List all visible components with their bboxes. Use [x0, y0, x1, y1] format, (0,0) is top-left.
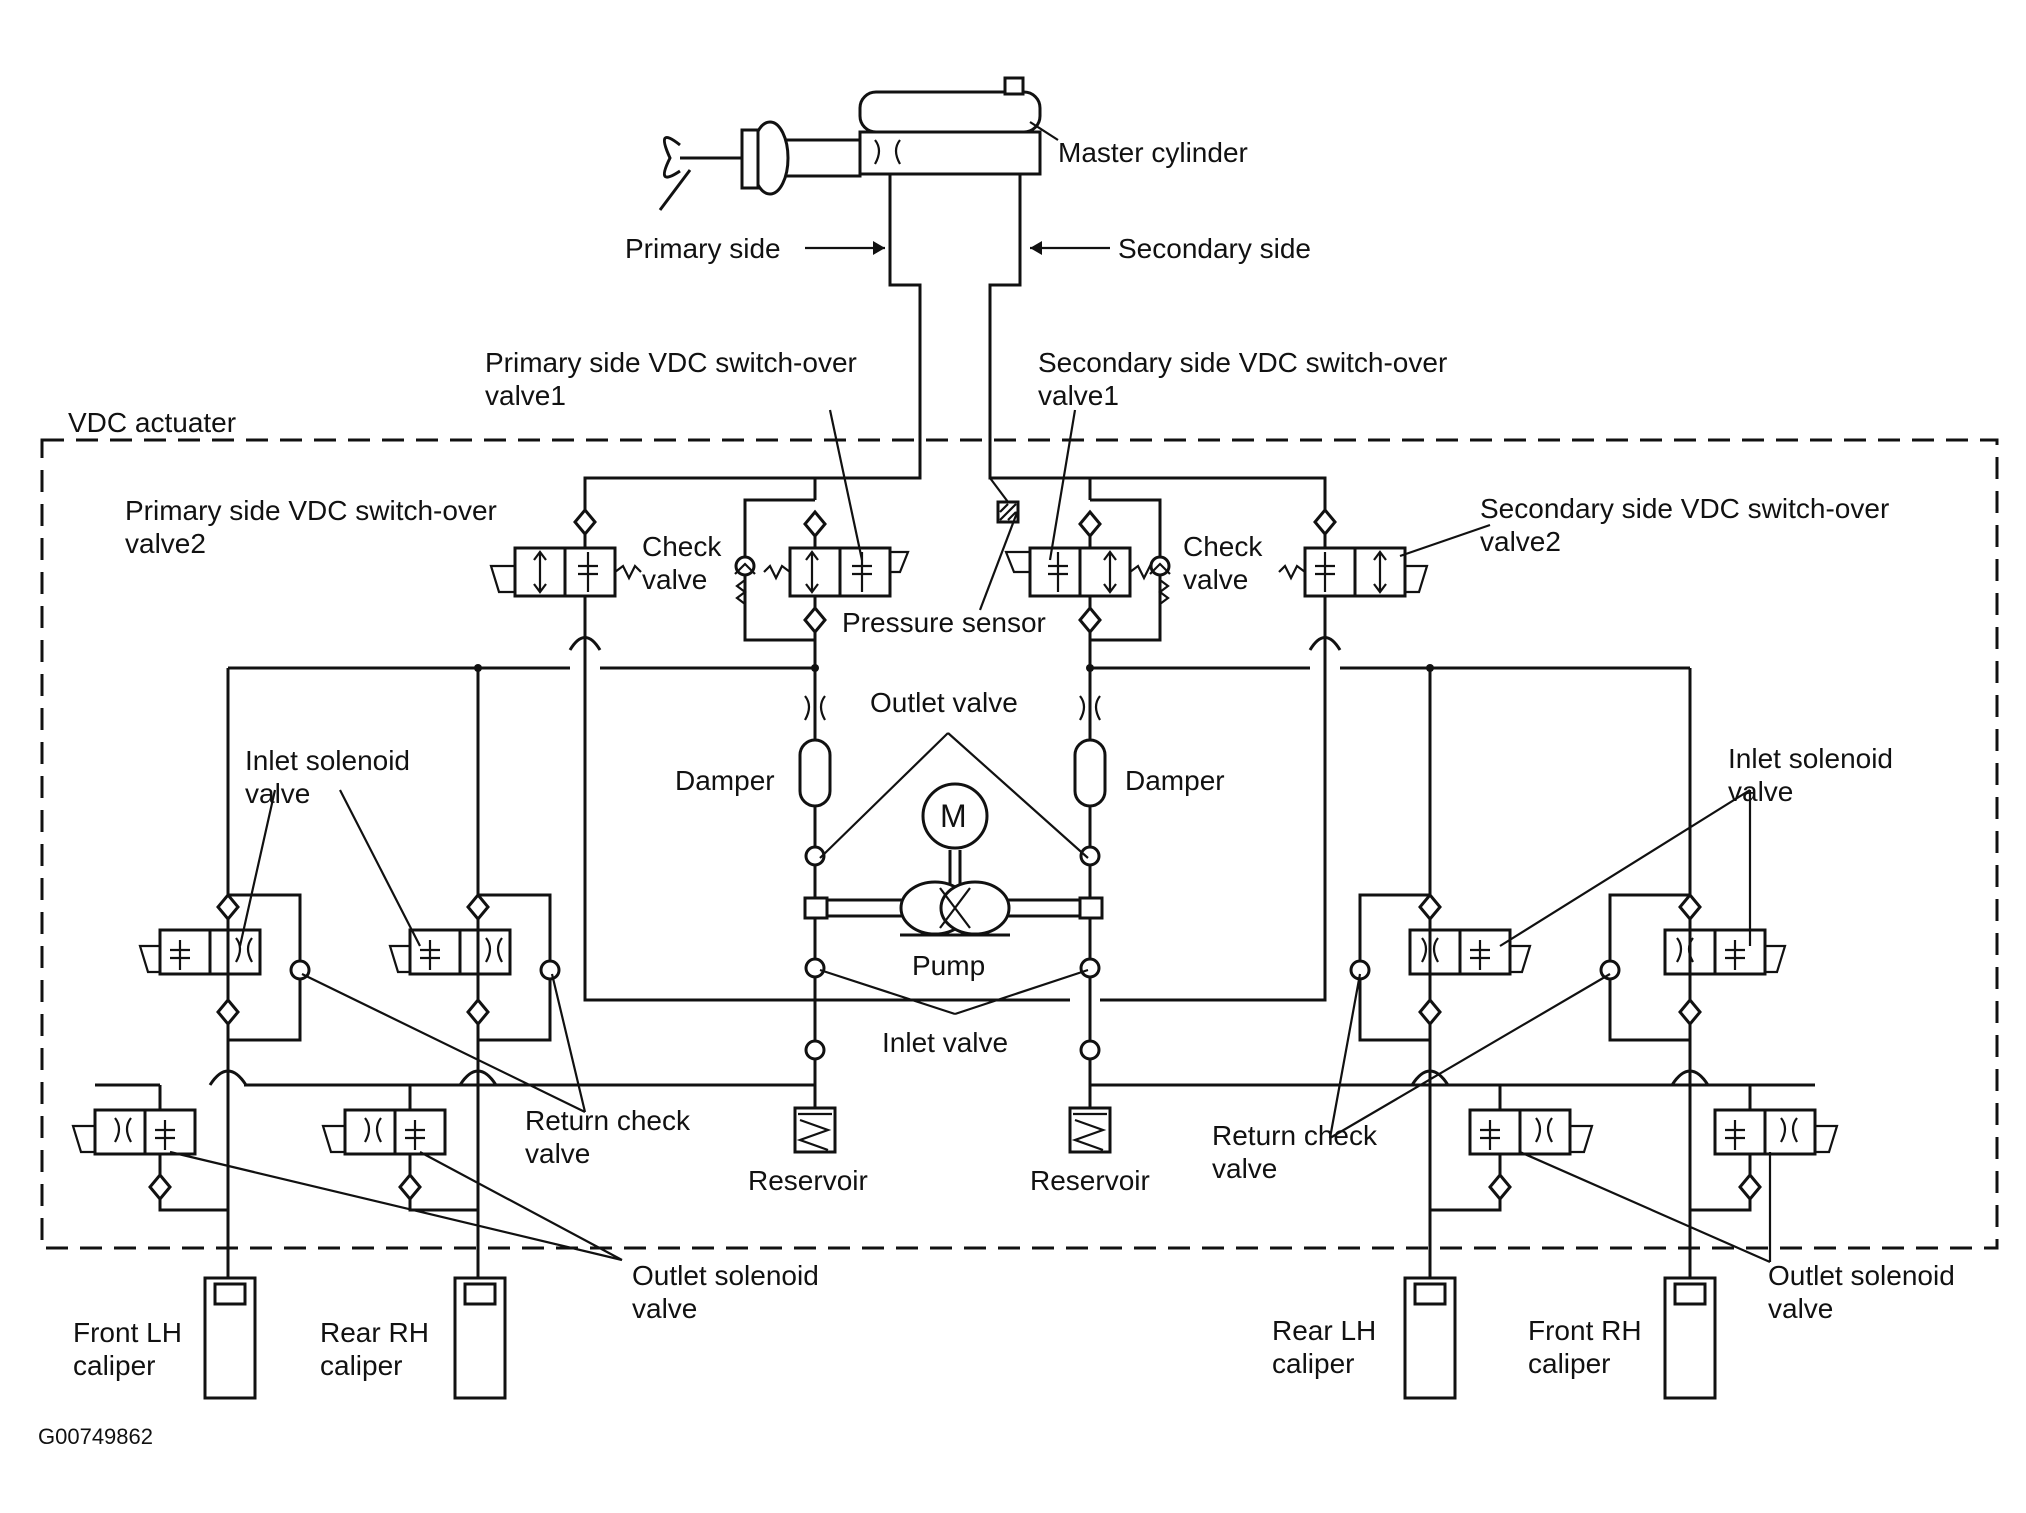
label-secondary-side: Secondary side [1118, 233, 1311, 264]
label-reservoir-right: Reservoir [1030, 1165, 1150, 1196]
label-primary-switch-over-valve2-line2: valve2 [125, 528, 206, 559]
label-return-check-right-line2: valve [1212, 1153, 1277, 1184]
label-secondary-switch-over-valve1-line2: valve1 [1038, 380, 1119, 411]
label-pump: Pump [912, 950, 985, 981]
label-secondary-switch-over-valve1: Secondary side VDC switch-over [1038, 347, 1447, 378]
label-motor: M [940, 798, 967, 834]
label-master-cylinder: Master cylinder [1058, 137, 1248, 168]
label-check-valve-right: Check [1183, 531, 1263, 562]
label-outlet-valve: Outlet valve [870, 687, 1018, 718]
labels: Master cylinder Primary side Secondary s… [38, 137, 1955, 1449]
label-rear-lh: Rear LH [1272, 1315, 1376, 1346]
vdc-actuator-boundary [40, 438, 1999, 1250]
label-reservoir-left: Reservoir [748, 1165, 868, 1196]
label-primary-side: Primary side [625, 233, 781, 264]
label-return-check-left-line2: valve [525, 1138, 590, 1169]
label-front-rh: Front RH [1528, 1315, 1642, 1346]
label-front-lh: Front LH [73, 1317, 182, 1348]
label-damper-left: Damper [675, 765, 775, 796]
center-circuit [244, 477, 1815, 1154]
label-inlet-solenoid-right-line2: valve [1728, 776, 1793, 807]
label-inlet-valve: Inlet valve [882, 1027, 1008, 1058]
label-rear-lh-caliper: caliper [1272, 1348, 1354, 1379]
label-vdc-actuator: VDC actuater [68, 407, 236, 438]
label-check-valve-left-line2: valve [642, 564, 707, 595]
label-outlet-solenoid-right-line2: valve [1768, 1293, 1833, 1324]
label-rear-rh: Rear RH [320, 1317, 429, 1348]
label-secondary-switch-over-valve2-line2: valve2 [1480, 526, 1561, 557]
leader-lines [169, 241, 1772, 1264]
label-outlet-solenoid-left: Outlet solenoid [632, 1260, 819, 1291]
label-inlet-solenoid-left-line2: valve [245, 778, 310, 809]
label-damper-right: Damper [1125, 765, 1225, 796]
label-check-valve-right-line2: valve [1183, 564, 1248, 595]
label-primary-switch-over-valve1: Primary side VDC switch-over [485, 347, 857, 378]
label-pressure-sensor: Pressure sensor [842, 607, 1046, 638]
label-check-valve-left: Check [642, 531, 722, 562]
label-outlet-solenoid-left-line2: valve [632, 1293, 697, 1324]
master-lines [583, 121, 1327, 510]
label-return-check-left: Return check [525, 1105, 691, 1136]
label-outlet-solenoid-right: Outlet solenoid [1768, 1260, 1955, 1291]
label-front-lh-caliper: caliper [73, 1350, 155, 1381]
master-cylinder [658, 76, 1042, 211]
label-figure-code: G00749862 [38, 1424, 153, 1449]
label-rear-rh-caliper: caliper [320, 1350, 402, 1381]
right-circuit [1086, 507, 1839, 1400]
label-secondary-switch-over-valve2: Secondary side VDC switch-over [1480, 493, 1889, 524]
label-return-check-right: Return check [1212, 1120, 1378, 1151]
label-primary-switch-over-valve2: Primary side VDC switch-over [125, 495, 497, 526]
label-inlet-solenoid-right: Inlet solenoid [1728, 743, 1893, 774]
label-primary-switch-over-valve1-line2: valve1 [485, 380, 566, 411]
label-front-rh-caliper: caliper [1528, 1348, 1610, 1379]
left-circuit [71, 507, 1070, 1400]
label-inlet-solenoid-left: Inlet solenoid [245, 745, 410, 776]
